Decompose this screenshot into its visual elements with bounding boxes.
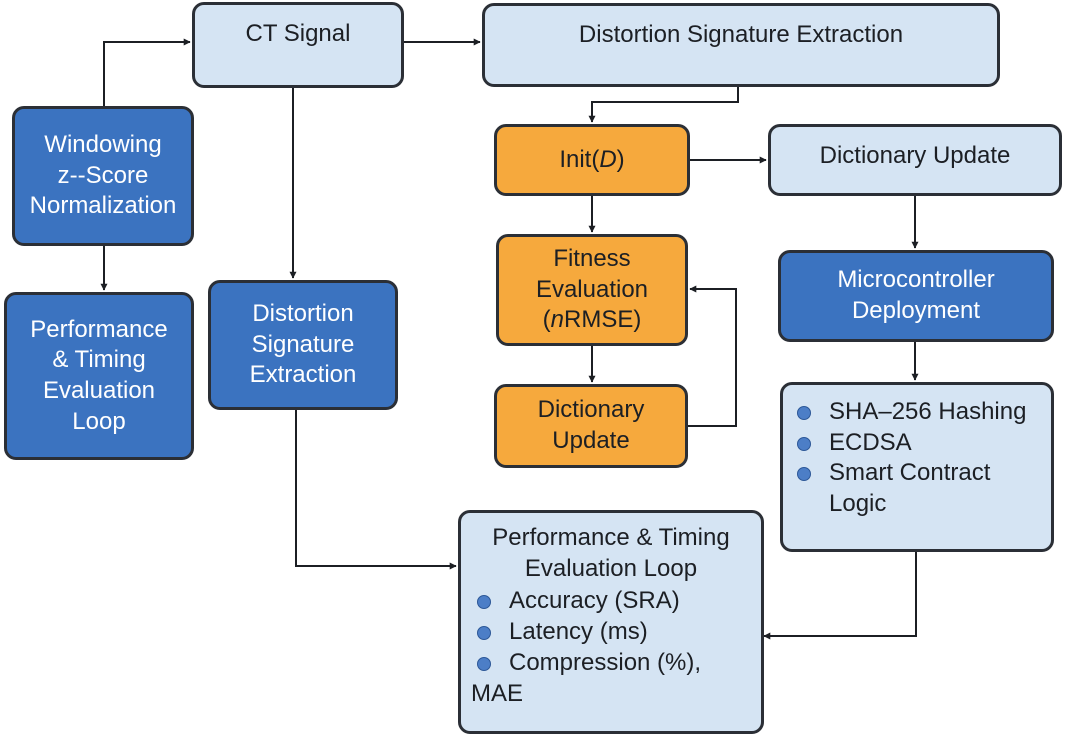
perf-bottom-node: Performance & Timing Evaluation Loop Acc… xyxy=(458,510,764,734)
dictionary-update-orange-node: Dictionary Update xyxy=(494,384,688,468)
microcontroller-node: Microcontroller Deployment xyxy=(778,250,1054,342)
perf-bottom-title-1: Performance & Timing xyxy=(492,524,730,551)
perf-left-line-4: Loop xyxy=(72,407,126,435)
perf-bottom-title-2: Evaluation Loop xyxy=(524,554,698,582)
ct-signal-node: CT Signal xyxy=(192,2,404,88)
dictionary-update-right-node: Dictionary Update xyxy=(768,124,1062,196)
micro-line-1: Microcontroller xyxy=(837,266,995,294)
bullet-icon xyxy=(797,406,811,420)
security-item-ecdsa: ECDSA xyxy=(791,428,1043,459)
init-label: Init(D) xyxy=(559,145,625,173)
dict-orange-line-1: Dictionary xyxy=(537,396,645,424)
windowing-line-3: Normalization xyxy=(29,192,177,220)
dse-top-label: Distortion Signature Extraction xyxy=(578,21,904,48)
security-item-hashing: SHA–256 Hashing xyxy=(791,397,1043,428)
security-list: SHA–256 Hashing ECDSA Smart Contract Log… xyxy=(791,397,1043,520)
perf-left-line-3: Evaluation xyxy=(42,377,156,404)
metric-latency: Latency (ms) xyxy=(471,617,751,648)
perf-left-line-1: Performance xyxy=(30,315,168,343)
edge-security-to-perf-bottom xyxy=(763,552,917,640)
perf-left-node: Performance & Timing Evaluation Loop xyxy=(4,292,194,460)
edge-dict-orange-loop-to-fitness xyxy=(688,285,737,427)
dict-right-label: Dictionary Update xyxy=(819,142,1011,169)
security-item-smart-contract: Smart Contract xyxy=(791,458,1043,489)
windowing-node: Windowing z--Score Normalization xyxy=(12,106,194,246)
windowing-line-1: Windowing xyxy=(44,130,162,158)
bullet-icon xyxy=(477,656,491,671)
metric-mae: MAE xyxy=(471,679,524,707)
bullet-icon xyxy=(797,467,811,482)
perf-left-line-2: & Timing xyxy=(52,346,146,374)
fitness-line-2: Evaluation xyxy=(535,275,649,303)
windowing-line-2: z--Score xyxy=(57,161,149,189)
micro-line-2: Deployment xyxy=(851,297,981,324)
perf-bottom-list: Accuracy (SRA) Latency (ms) Compression … xyxy=(471,586,751,709)
dse-mid-line-1: Distortion xyxy=(252,299,354,327)
bullet-icon xyxy=(797,436,811,451)
dse-mid-node: Distortion Signature Extraction xyxy=(208,280,398,410)
metric-accuracy: Accuracy (SRA) xyxy=(471,586,751,617)
fitness-node: Fitness Evaluation (nRMSE) xyxy=(496,234,688,346)
dse-top-node: Distortion Signature Extraction xyxy=(482,3,1000,87)
metric-compression: Compression (%), xyxy=(471,648,751,679)
init-node: Init(D) xyxy=(494,124,690,196)
dse-mid-line-3: Extraction xyxy=(249,361,357,389)
dse-mid-line-2: Signature xyxy=(251,330,355,358)
security-item-logic: Logic xyxy=(829,490,887,518)
bullet-icon xyxy=(477,626,491,641)
dict-orange-line-2: Update xyxy=(552,427,630,454)
edge-windowing-to-ct-signal xyxy=(103,38,191,106)
fitness-line-3: (nRMSE) xyxy=(542,306,642,334)
edge-dse-top-to-init xyxy=(588,86,739,123)
security-node: SHA–256 Hashing ECDSA Smart Contract Log… xyxy=(780,382,1054,552)
bullet-icon xyxy=(477,595,491,610)
ct-signal-label: CT Signal xyxy=(245,20,351,47)
edge-dse-mid-to-perf-bottom xyxy=(295,410,457,570)
fitness-line-1: Fitness xyxy=(553,244,631,272)
